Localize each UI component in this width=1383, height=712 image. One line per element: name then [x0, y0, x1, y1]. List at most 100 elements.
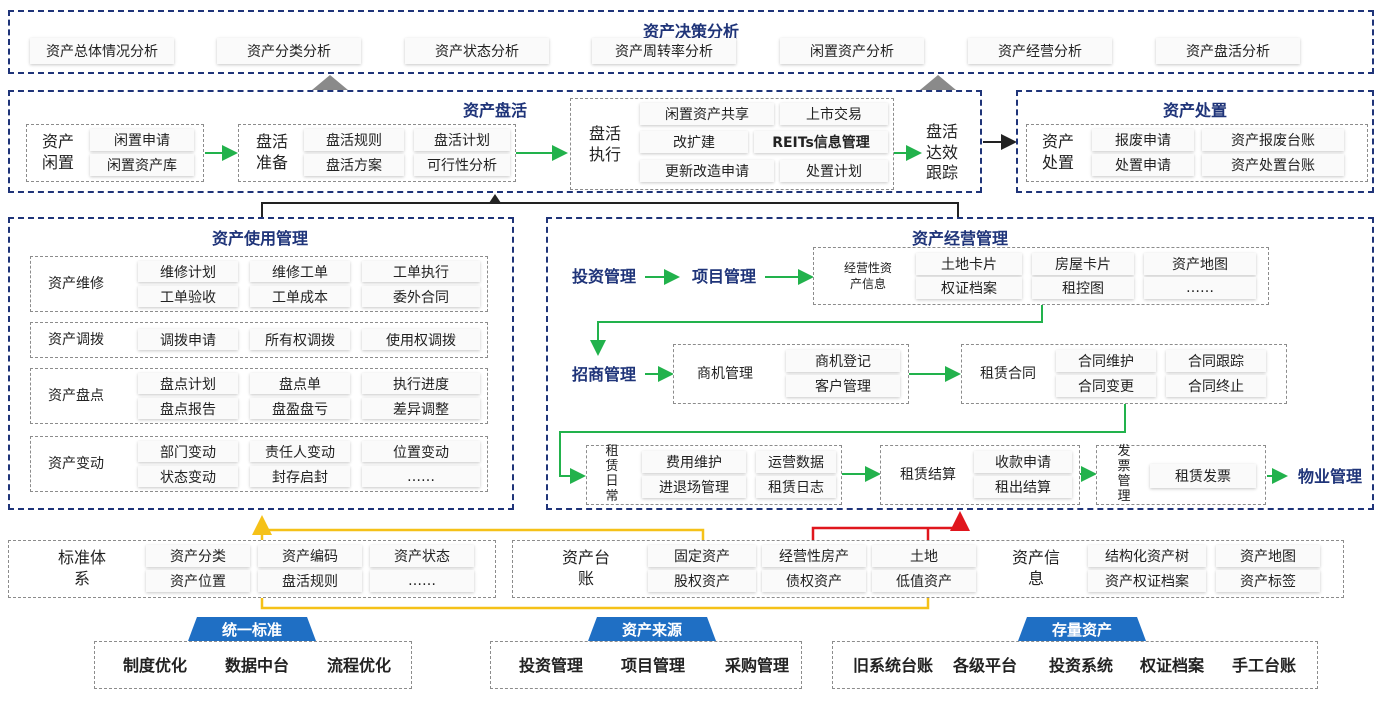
- disposal-item[interactable]: 资产处置台账: [1202, 154, 1344, 176]
- settle-item[interactable]: 收款申请: [974, 451, 1072, 473]
- prep-item[interactable]: 盘活方案: [304, 154, 404, 176]
- decision-item[interactable]: 资产分类分析: [217, 38, 361, 64]
- bottom-standard-item[interactable]: 制度优化: [122, 656, 187, 676]
- idle-item[interactable]: 闲置申请: [90, 129, 194, 151]
- biz-item[interactable]: 客户管理: [786, 375, 900, 397]
- attract-label[interactable]: 招商管理: [571, 365, 636, 385]
- invoice-item[interactable]: 租赁发票: [1150, 464, 1256, 488]
- exec-item[interactable]: 更新改造申请: [640, 160, 774, 182]
- idle-label: 资产 闲置: [41, 132, 74, 172]
- usage-item[interactable]: 盘点报告: [138, 398, 238, 419]
- lease-item[interactable]: 合同跟踪: [1166, 350, 1266, 372]
- opinfo-item[interactable]: 权证档案: [916, 277, 1022, 299]
- opinfo-item[interactable]: ……: [1144, 277, 1256, 299]
- exec-item[interactable]: 改扩建: [640, 131, 748, 153]
- decision-item[interactable]: 资产经营分析: [968, 38, 1112, 64]
- ledger-info-item[interactable]: 资产权证档案: [1088, 570, 1206, 592]
- standard-item[interactable]: 资产状态: [370, 545, 474, 567]
- bottom-source-item[interactable]: 项目管理: [620, 656, 685, 676]
- lease-item[interactable]: 合同维护: [1056, 350, 1156, 372]
- usage-item[interactable]: 封存启封: [250, 466, 350, 487]
- opinfo-item[interactable]: 房屋卡片: [1032, 253, 1134, 275]
- usage-item[interactable]: 状态变动: [138, 466, 238, 487]
- usage-item[interactable]: 维修计划: [138, 261, 238, 282]
- usage-item[interactable]: 部门变动: [138, 441, 238, 462]
- bottom-stock-item[interactable]: 旧系统台账: [852, 656, 933, 676]
- bottom-standard-item[interactable]: 数据中台: [224, 656, 289, 676]
- bottom-stock-item[interactable]: 各级平台: [952, 656, 1017, 676]
- ledger-item[interactable]: 股权资产: [648, 570, 756, 592]
- standard-item[interactable]: 资产编码: [258, 545, 362, 567]
- settle-item[interactable]: 租出结算: [974, 476, 1072, 498]
- usage-item[interactable]: 执行进度: [362, 373, 480, 394]
- decision-item[interactable]: 闲置资产分析: [780, 38, 924, 64]
- usage-item[interactable]: 盘盈盘亏: [250, 398, 350, 419]
- decision-item[interactable]: 资产总体情况分析: [30, 38, 174, 64]
- usage-item[interactable]: 位置变动: [362, 441, 480, 462]
- disposal-item[interactable]: 报废申请: [1092, 129, 1194, 151]
- operation-frame: [546, 217, 1374, 510]
- opinfo-item[interactable]: 资产地图: [1144, 253, 1256, 275]
- decision-item[interactable]: 资产周转率分析: [592, 38, 736, 64]
- idle-item[interactable]: 闲置资产库: [90, 154, 194, 176]
- up-triangle-right: [920, 75, 956, 90]
- project-label[interactable]: 项目管理: [691, 267, 756, 287]
- decision-item[interactable]: 资产状态分析: [405, 38, 549, 64]
- usage-item[interactable]: 差异调整: [362, 398, 480, 419]
- investment-label[interactable]: 投资管理: [571, 267, 636, 287]
- ledger-info-item[interactable]: 资产地图: [1216, 545, 1320, 567]
- ledger-item[interactable]: 债权资产: [762, 570, 866, 592]
- ledger-info-item[interactable]: 结构化资产树: [1088, 545, 1206, 567]
- daily-item[interactable]: 运营数据: [756, 451, 836, 473]
- revitalize-frame: [8, 90, 982, 193]
- disposal-item[interactable]: 处置申请: [1092, 154, 1194, 176]
- ledger-item[interactable]: 低值资产: [872, 570, 976, 592]
- daily-item[interactable]: 费用维护: [642, 451, 746, 473]
- standard-item[interactable]: 资产位置: [146, 570, 250, 592]
- bottom-source-item[interactable]: 投资管理: [518, 656, 583, 676]
- usage-item[interactable]: 调拨申请: [138, 329, 238, 350]
- exec-item[interactable]: 上市交易: [780, 103, 888, 125]
- prep-item[interactable]: 盘活计划: [414, 129, 510, 151]
- usage-item[interactable]: 工单执行: [362, 261, 480, 282]
- bottom-source-item[interactable]: 采购管理: [724, 656, 789, 676]
- opinfo-item[interactable]: 租控图: [1032, 277, 1134, 299]
- daily-item[interactable]: 租赁日志: [756, 476, 836, 498]
- usage-item[interactable]: 使用权调拨: [362, 329, 480, 350]
- daily-label: 租 赁 日 常: [605, 444, 619, 504]
- bottom-stock-item[interactable]: 投资系统: [1048, 656, 1113, 676]
- standard-item[interactable]: 资产分类: [146, 545, 250, 567]
- ledger-item[interactable]: 经营性房产: [762, 545, 866, 567]
- decision-item[interactable]: 资产盘活分析: [1156, 38, 1300, 64]
- usage-item[interactable]: 工单成本: [250, 286, 350, 307]
- usage-item[interactable]: 委外合同: [362, 286, 480, 307]
- exec-item[interactable]: 闲置资产共享: [640, 103, 774, 125]
- biz-item[interactable]: 商机登记: [786, 350, 900, 372]
- daily-item[interactable]: 进退场管理: [642, 476, 746, 498]
- prep-item[interactable]: 盘活规则: [304, 129, 404, 151]
- usage-item[interactable]: 所有权调拨: [250, 329, 350, 350]
- ledger-info-item[interactable]: 资产标签: [1216, 570, 1320, 592]
- opinfo-item[interactable]: 土地卡片: [916, 253, 1022, 275]
- usage-row-label: 资产变动: [48, 455, 104, 472]
- exec-item[interactable]: REITs信息管理: [754, 131, 888, 153]
- bottom-stock-item[interactable]: 权证档案: [1139, 656, 1204, 676]
- property-label[interactable]: 物业管理: [1297, 467, 1362, 487]
- ledger-item[interactable]: 固定资产: [648, 545, 756, 567]
- lease-item[interactable]: 合同终止: [1166, 375, 1266, 397]
- exec-item[interactable]: 处置计划: [780, 160, 888, 182]
- usage-item[interactable]: 盘点单: [250, 373, 350, 394]
- lease-item[interactable]: 合同变更: [1056, 375, 1156, 397]
- standard-item[interactable]: 盘活规则: [258, 570, 362, 592]
- usage-item[interactable]: 盘点计划: [138, 373, 238, 394]
- prep-item[interactable]: 可行性分析: [414, 154, 510, 176]
- usage-item[interactable]: 维修工单: [250, 261, 350, 282]
- usage-item[interactable]: ……: [362, 466, 480, 487]
- standard-item[interactable]: ……: [370, 570, 474, 592]
- bottom-stock-item[interactable]: 手工台账: [1231, 656, 1296, 676]
- ledger-item[interactable]: 土地: [872, 545, 976, 567]
- disposal-item[interactable]: 资产报废台账: [1202, 129, 1344, 151]
- bottom-standard-item[interactable]: 流程优化: [326, 656, 391, 676]
- usage-item[interactable]: 工单验收: [138, 286, 238, 307]
- usage-item[interactable]: 责任人变动: [250, 441, 350, 462]
